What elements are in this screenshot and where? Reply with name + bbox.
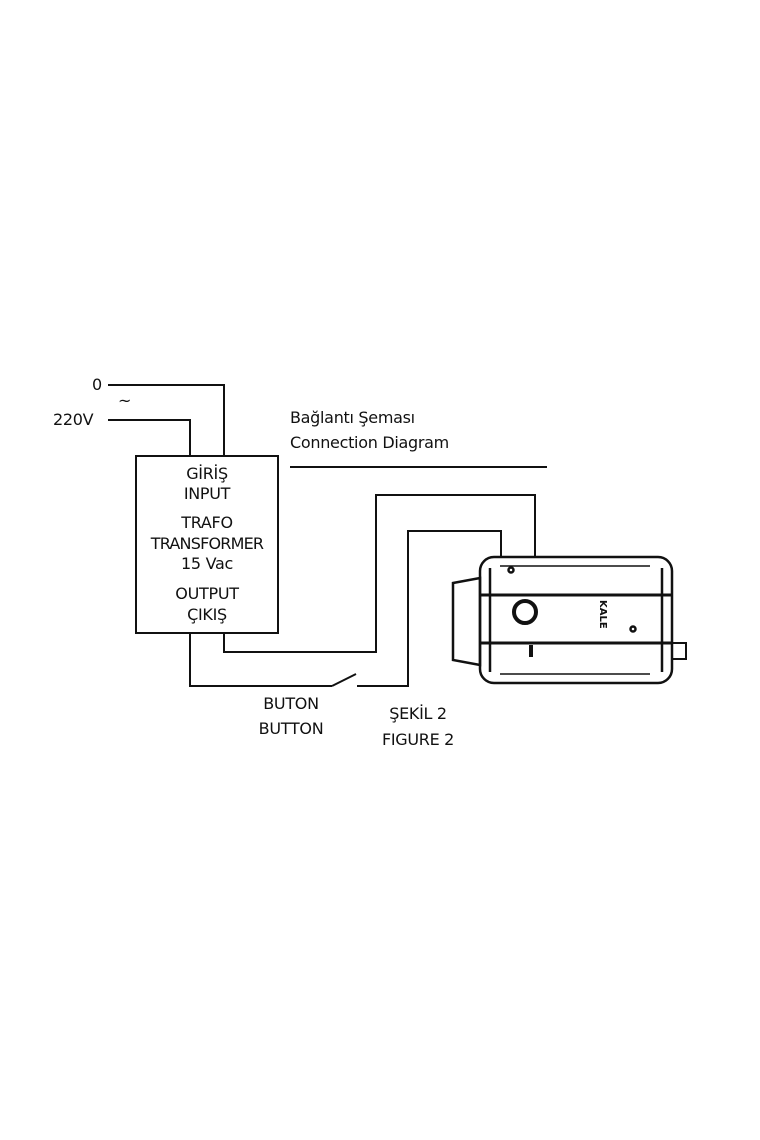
figure-label-en: FIGURE 2 [381,730,455,749]
transformer-name-tr: TRAFO [181,513,233,532]
transformer-input-en: INPUT [183,484,231,503]
title-tr: Bağlantı Şeması [290,408,415,427]
button-label-en: BUTTON [258,719,324,738]
transformer-box [135,455,279,634]
mains-wires [108,384,225,456]
title-en: Connection Diagram [290,433,449,452]
figure-label-tr: ŞEKİL 2 [389,704,447,723]
transformer-rating: 15 Vac [181,554,233,573]
transformer-output-tr: ÇIKIŞ [187,605,227,624]
transformer-name-en: TRANSFORMER [150,534,264,553]
lock-brand: KALE [597,600,608,629]
mains-zero-label: 0 [92,375,102,394]
transformer-input-tr: GİRİŞ [186,464,228,483]
button-label-tr: BUTON [263,694,319,713]
mains-voltage-label: 220V [53,410,94,429]
ac-symbol: ~ [118,391,132,410]
output-wire-direct [223,494,536,653]
lock-illustration [451,555,687,685]
transformer-output-en: OUTPUT [175,584,239,603]
output-wire-switched [189,633,332,687]
push-button-switch [331,673,357,687]
switch-return-wire [357,530,502,687]
